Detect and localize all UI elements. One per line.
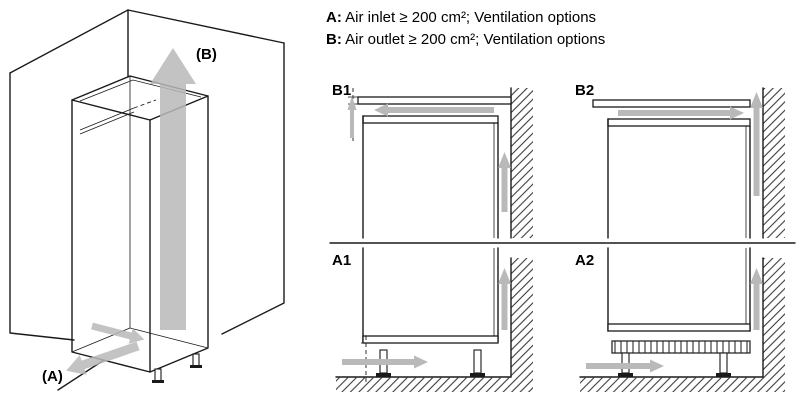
header-b-prefix: B:: [326, 31, 342, 48]
airflow-up-arrow: [750, 92, 763, 196]
header-a-text: Air inlet ≥ 200 cm²; Ventilation options: [341, 9, 597, 26]
air-inlet-front-arrow: [66, 341, 140, 375]
panel-label-b1: B1: [332, 82, 352, 99]
panel-a2: [579, 247, 785, 392]
wall-hatch: [763, 88, 785, 238]
header-b-text: Air outlet ≥ 200 cm²; Ventilation option…: [341, 31, 606, 48]
cabinet-top-panel: [607, 118, 751, 127]
cabinet-interior-rail: [79, 99, 157, 135]
cabinet-feet: [152, 353, 202, 383]
panel-label-a1: A1: [332, 252, 352, 269]
top-board: [357, 96, 512, 105]
tall-cabinet-outline: [71, 75, 209, 383]
cabinet-top-panel: [362, 115, 499, 124]
panel-b1: [347, 87, 533, 239]
panel-a1: [335, 247, 533, 392]
airflow-up-arrow: [498, 152, 511, 212]
label-air-inlet-a: (A): [42, 368, 63, 385]
air-inlet-base-arrow: [91, 322, 145, 344]
airflow-up-arrow: [498, 268, 511, 330]
cabinet-front-face: [71, 99, 151, 373]
airflow-up-arrow: [750, 268, 763, 330]
airflow-left-arrow: [374, 103, 494, 117]
floor-hatch: [580, 377, 763, 392]
air-outlet-up-arrow: [150, 48, 196, 330]
plinth-vent-grille: [611, 340, 751, 354]
room-corner-walls: [9, 9, 285, 391]
wall-hatch: [763, 258, 785, 392]
airflow-right-arrow: [618, 106, 744, 120]
niche-isometric: [9, 9, 285, 391]
airflow-right-arrow: [342, 355, 428, 369]
cabinet-bottom-panel: [362, 335, 499, 344]
cabinet-bottom-panel: [607, 323, 751, 332]
airflow-right-arrow: [586, 359, 664, 373]
wall-hatch: [511, 258, 533, 392]
top-board: [592, 99, 751, 108]
header-a-prefix: A:: [326, 9, 342, 26]
panel-label-a2: A2: [575, 252, 595, 269]
panel-b2: [592, 87, 785, 239]
airflow-front-slot-arrow: [347, 96, 357, 138]
header-line-air-outlet: B: Air outlet ≥ 200 cm²; Ventilation opt…: [326, 29, 605, 51]
panel-label-b2: B2: [575, 82, 595, 99]
wall-hatch: [511, 88, 533, 238]
floor-hatch: [336, 377, 511, 392]
label-air-outlet-b: (B): [196, 46, 217, 63]
header-line-air-inlet: A: Air inlet ≥ 200 cm²; Ventilation opti…: [326, 7, 596, 29]
